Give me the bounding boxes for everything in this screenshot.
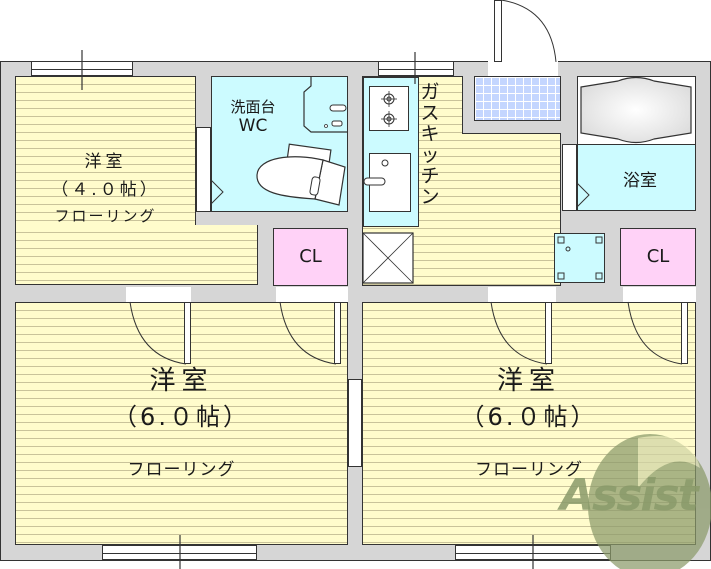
- closet-right-label: CL: [646, 246, 670, 267]
- fridge-space-icon: [362, 232, 414, 284]
- door-swing-mark: [210, 179, 224, 205]
- entrance-tile: [474, 76, 561, 121]
- drain-icon: [557, 236, 603, 280]
- door-leaf-left-1[interactable]: [184, 302, 191, 364]
- wc-door[interactable]: [196, 127, 211, 212]
- closet-left-label: CL: [299, 246, 322, 267]
- kitchen-label: ガスキッチン: [420, 81, 440, 208]
- entrance-door-swing-arc: [500, 0, 557, 63]
- window-kitchen: [378, 61, 454, 76]
- door-opening-right-2[interactable]: [623, 287, 696, 302]
- partition-opening: [348, 379, 362, 467]
- closet-right: [620, 228, 696, 286]
- room-western-4-name: 洋室: [84, 152, 127, 172]
- bathtub-icon: [580, 76, 692, 144]
- bathroom-label: 浴室: [623, 171, 657, 191]
- door-opening-left-2[interactable]: [276, 287, 348, 302]
- door-opening-left-1[interactable]: [126, 287, 191, 302]
- door-swing-arc: [279, 301, 337, 365]
- door-swing-arc: [129, 301, 187, 365]
- window-center-mark: [179, 535, 181, 569]
- room-6-right-floor: フローリング: [475, 460, 583, 480]
- door-swing-mark: [576, 182, 590, 208]
- burner-icon: [381, 91, 397, 127]
- closet-left: [273, 228, 348, 286]
- door-opening-right-1[interactable]: [488, 287, 556, 302]
- door-leaf-right-2[interactable]: [681, 302, 688, 364]
- washroom-label: 洗面台: [230, 98, 276, 116]
- entrance-opening[interactable]: [488, 61, 558, 76]
- door-leaf-right-1[interactable]: [545, 302, 552, 364]
- toilet-icon: [256, 143, 346, 206]
- bathroom-door[interactable]: [562, 144, 577, 211]
- room-western-4-ext: [15, 225, 258, 285]
- door-leaf-left-2[interactable]: [334, 302, 341, 364]
- bathroom-floor: [577, 144, 696, 211]
- room-6-right-name: 洋室: [496, 366, 561, 396]
- window-center-mark: [81, 50, 83, 90]
- room-western-6-left: [15, 302, 348, 545]
- room-6-right-size: （6.０帖）: [460, 403, 598, 431]
- entrance-door-leaf[interactable]: [494, 0, 502, 62]
- washbasin-icon: [303, 76, 348, 133]
- door-swing-arc: [490, 301, 548, 365]
- room-6-left-floor: フローリング: [127, 460, 236, 480]
- wc-label: WC: [238, 116, 268, 136]
- room-6-left-name: 洋室: [149, 366, 214, 396]
- window-center-mark: [532, 535, 534, 569]
- faucet-icon: [363, 159, 389, 186]
- room-6-left-size: （6.０帖）: [113, 403, 250, 431]
- room-western-4-size: （４.０帖）: [51, 180, 160, 200]
- window-center-mark: [414, 52, 416, 84]
- assist-logo-watermark: [588, 434, 711, 569]
- door-swing-arc: [627, 301, 683, 365]
- assist-logo-text: Assist: [560, 470, 699, 521]
- room-western-4-floor: フローリング: [54, 207, 157, 225]
